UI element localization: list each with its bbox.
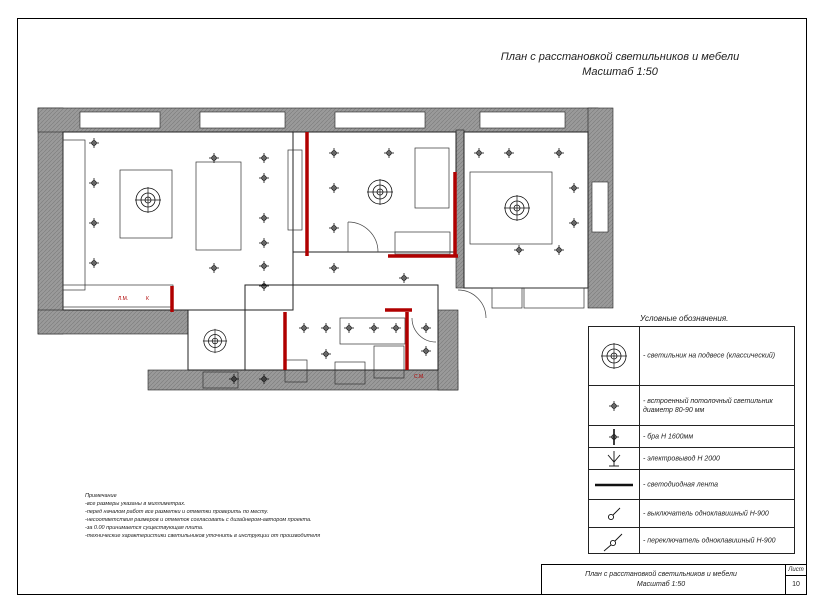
notes-line: -за 0.00 принимается существующая плита. — [85, 525, 204, 531]
legend-row: - переключатель одноклавишный Н-900 — [589, 527, 794, 554]
sheet-number: 10 — [792, 581, 800, 588]
title-block-name: План с расстановкой светильников и мебел… — [585, 571, 737, 578]
notes-line: -перед началом работ все разметки и отме… — [85, 509, 269, 515]
sheet-number-cell: Лист 10 — [785, 565, 806, 594]
room-label-sm: С.М. — [414, 374, 425, 380]
legend-row: - встроенный потолочный светильник диаме… — [589, 385, 794, 426]
legend-text: - светильник на подвесе (классический) — [643, 352, 776, 360]
drawing-sheet-frame — [17, 18, 807, 595]
drawing-title: План с расстановкой светильников и мебел… — [470, 50, 770, 80]
legend-title: Условные обозначения. — [640, 314, 729, 323]
recessed-lights — [88, 137, 580, 385]
legend-text: - светодиодная лента — [643, 481, 719, 489]
legend-row: - бра Н 1600мм — [589, 425, 794, 448]
windows — [79, 111, 609, 233]
single-toggle-switch-icon — [589, 528, 640, 554]
legend-table: - светильник на подвесе (классический) -… — [588, 326, 795, 554]
legend-text: - выключатель одноклавишный Н-900 — [643, 510, 769, 518]
chandelier-icon — [366, 178, 394, 206]
title-block-scale: Масштаб 1:50 — [636, 581, 686, 588]
title-block-text: План с расстановкой светильников и мебел… — [546, 570, 776, 590]
legend-text: - переключатель одноклавишный Н-900 — [643, 537, 776, 545]
single-switch-icon — [589, 500, 640, 528]
notes-heading: Примечание — [85, 493, 117, 499]
room-label-lm: Л.М. — [118, 296, 128, 302]
legend-text: - встроенный потолочный светильник диаме… — [643, 398, 773, 414]
notes-line: -технические характеристики светильников… — [85, 533, 321, 539]
recessed-light-icon — [589, 386, 640, 426]
drawing-title-scale: Масштаб 1:50 — [582, 66, 658, 78]
legend-row: - электровывод Н 2000 — [589, 447, 794, 470]
sheet-label: Лист — [786, 565, 806, 576]
legend-row: - выключатель одноклавишный Н-900 — [589, 499, 794, 528]
furniture — [62, 139, 585, 389]
walls — [37, 107, 614, 391]
led-strips — [170, 132, 458, 370]
notes: Примечание -все размеры указаны в миллим… — [85, 492, 320, 540]
sconce-icon — [589, 426, 640, 448]
notes-line: -несоответствия размеров и отметок согла… — [85, 517, 312, 523]
chandelier-icon — [202, 328, 228, 354]
legend-text: - электровывод Н 2000 — [643, 455, 720, 463]
door-swings — [347, 221, 487, 343]
title-block: План с расстановкой светильников и мебел… — [541, 564, 807, 595]
chandelier-icon — [503, 194, 531, 222]
led-strip-icon — [589, 470, 640, 500]
drawing-title-name: План с расстановкой светильников и мебел… — [500, 51, 740, 63]
legend-text: - бра Н 1600мм — [643, 433, 694, 441]
legend-row: - светильник на подвесе (классический) — [589, 327, 794, 385]
room-label-k: К — [146, 296, 149, 302]
classic-chandelier-icon — [589, 327, 640, 385]
power-outlet-icon — [589, 448, 640, 470]
chandelier-icon — [134, 186, 162, 214]
legend-row: - светодиодная лента — [589, 469, 794, 500]
notes-line: -все размеры указаны в миллиметрах. — [85, 501, 186, 507]
